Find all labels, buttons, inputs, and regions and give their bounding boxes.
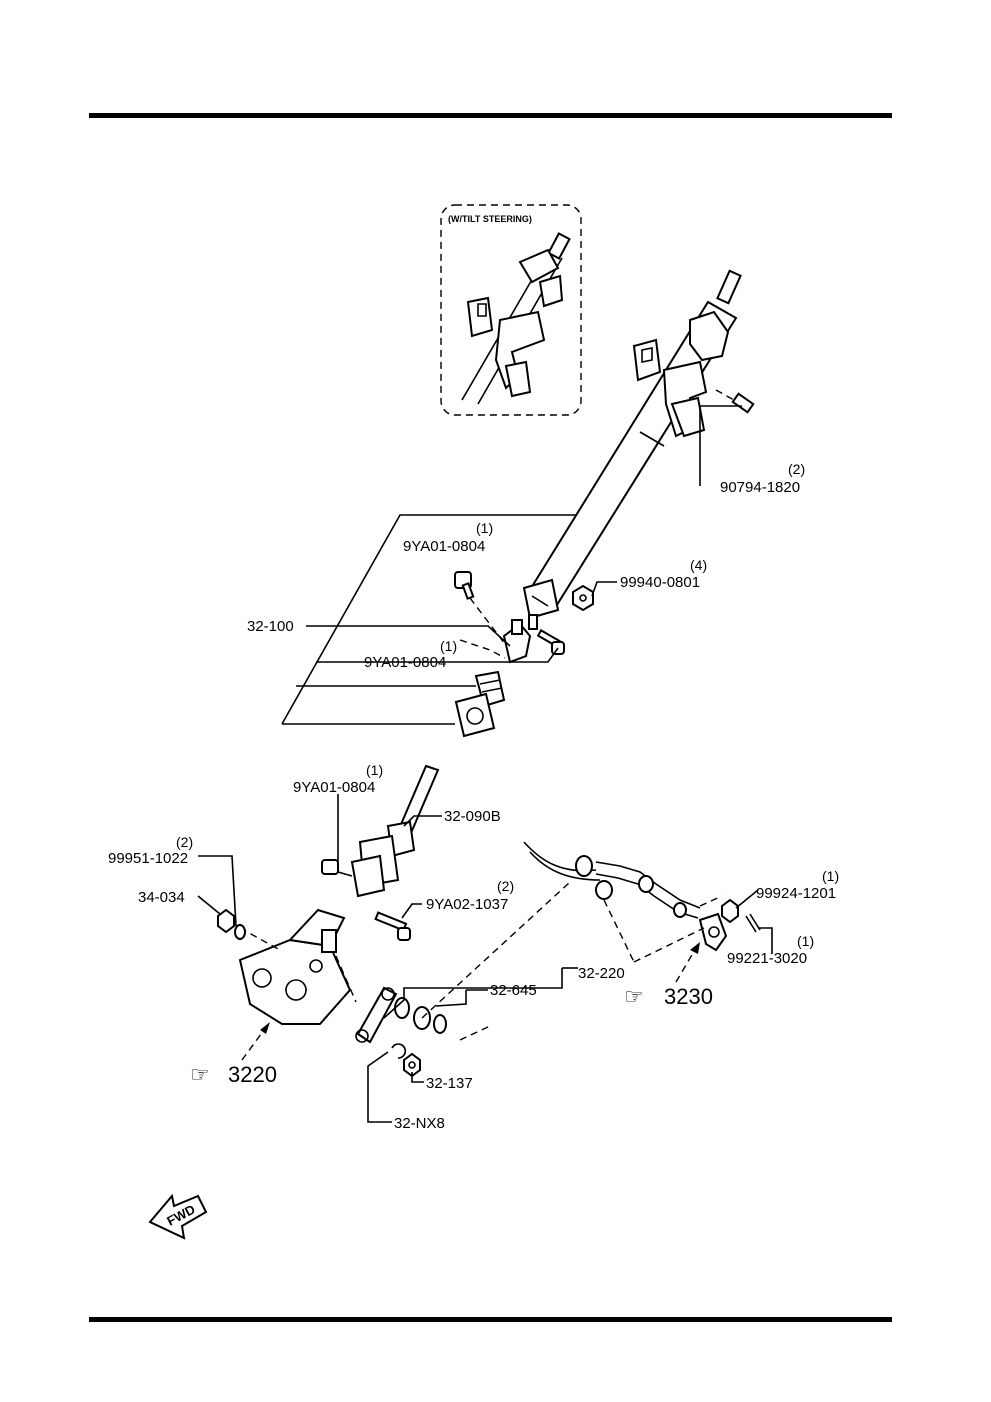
qty-99940-0801: (4) (690, 557, 707, 573)
reference-number-3220: 3220 (228, 1062, 277, 1087)
reference-hand-icon: ☞ (624, 984, 644, 1009)
reference-3230: ☞ 3230 (624, 984, 713, 1009)
bottom-rule (89, 1317, 892, 1322)
part-99940-0801: 99940-0801 (620, 574, 700, 591)
qty-9YA02-1037: (2) (497, 878, 514, 894)
steering-gearbox (217, 908, 357, 1061)
fwd-arrow-icon: FWD (148, 1193, 208, 1240)
part-90794-1820: 90794-1820 (720, 479, 800, 496)
qty-99221-3020: (1) (797, 933, 814, 949)
qty-9YA01-0804-mid: (1) (440, 638, 457, 654)
part-9YA01-0804-top: 9YA01-0804 (403, 538, 485, 555)
qty-9YA01-0804-top: (1) (476, 520, 493, 536)
reference-3220: ☞ 3220 (190, 1062, 277, 1087)
intermediate-shaft (321, 764, 440, 941)
part-32-100: 32-100 (247, 618, 294, 635)
part-32-645: 32-645 (490, 982, 537, 999)
inset-label: (W/TILT STEERING) (448, 214, 532, 224)
qty-99924-1201: (1) (822, 868, 839, 884)
tilt-steering-inset: (W/TILT STEERING) (440, 204, 582, 416)
part-99924-1201: 99924-1201 (756, 885, 836, 902)
top-rule (89, 113, 892, 118)
pitman-arm-linkage (355, 881, 571, 1078)
steering-column (522, 269, 755, 630)
part-99221-3020: 99221-3020 (727, 950, 807, 967)
reference-number-3230: 3230 (664, 984, 713, 1009)
leader-lines (197, 405, 773, 1123)
qty-9YA01-0804-low: (1) (366, 762, 383, 778)
tie-rod-assembly (523, 841, 761, 983)
part-32-137: 32-137 (426, 1075, 473, 1092)
part-99951-1022: 99951-1022 (108, 850, 188, 867)
part-32-090B: 32-090B (444, 808, 501, 825)
callout-labels: (2) 90794-1820 (1) 9YA01-0804 (4) 99940-… (108, 461, 839, 1132)
column-lower-joint (281, 514, 576, 738)
part-9YA01-0804-low: 9YA01-0804 (293, 779, 375, 796)
qty-99951-1022: (2) (176, 834, 193, 850)
part-9YA02-1037: 9YA02-1037 (426, 896, 508, 913)
reference-hand-icon: ☞ (190, 1062, 210, 1087)
part-34-034: 34-034 (138, 889, 185, 906)
part-32-220: 32-220 (578, 965, 625, 982)
qty-90794-1820: (2) (788, 461, 805, 477)
part-9YA01-0804-mid: 9YA01-0804 (364, 654, 446, 671)
part-32-NX8: 32-NX8 (394, 1115, 445, 1132)
